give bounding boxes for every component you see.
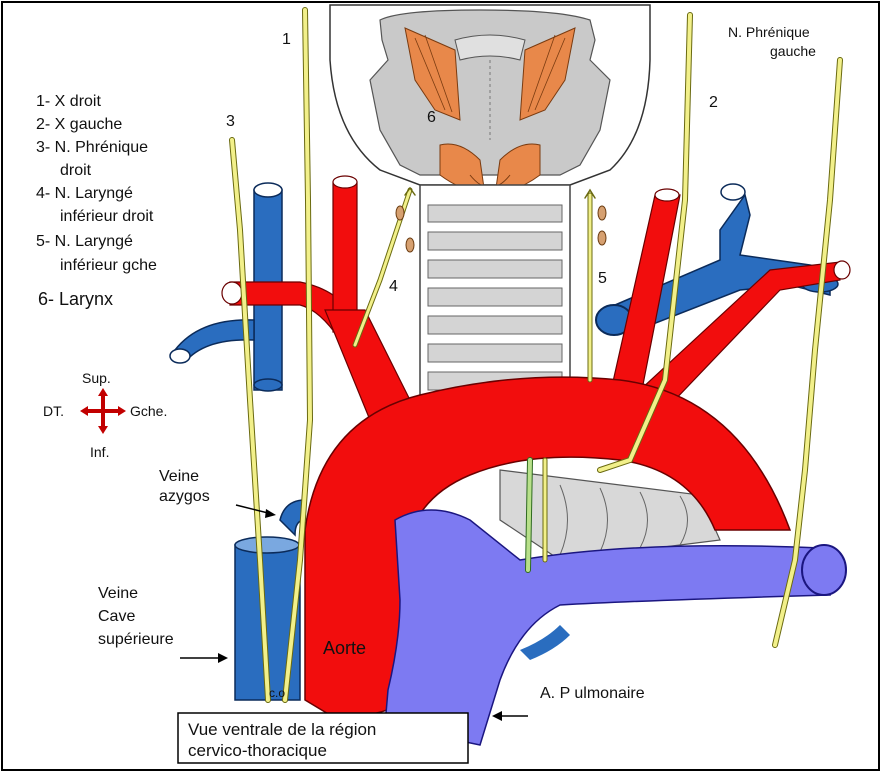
aorte-label: Aorte: [323, 638, 366, 658]
compass-left-label: DT.: [43, 403, 64, 419]
trachea: [420, 185, 570, 395]
larynx: [330, 5, 650, 195]
label-2: 2: [709, 94, 718, 111]
compass-right-label: Gche.: [130, 403, 167, 419]
vcs-label-1: Veine: [98, 585, 138, 602]
caption-line-1: Vue ventrale de la région: [188, 720, 376, 739]
compass-down-label: Inf.: [90, 444, 109, 460]
compass-up-label: Sup.: [82, 370, 111, 386]
legend-item-5b: inférieur gche: [60, 257, 157, 274]
legend-item-5: 5- N. Laryngé: [36, 233, 133, 250]
caption-box: Vue ventrale de la région cervico-thorac…: [178, 713, 468, 763]
legend-item-4: 4- N. Laryngé: [36, 185, 133, 202]
legend-item-3: 3- N. Phrénique: [36, 139, 148, 156]
label-4: 4: [389, 278, 398, 295]
phrenic-left-label-2: gauche: [770, 43, 816, 59]
pulmonary-label: A. P ulmonaire: [540, 685, 645, 702]
legend-item-4b: inférieur droit: [60, 208, 154, 225]
label-1: 1: [282, 31, 291, 48]
phrenic-left-label-1: N. Phrénique: [728, 24, 810, 40]
label-3: 3: [226, 113, 235, 130]
legend-item-3b: droit: [60, 162, 92, 179]
legend-item-6: 6- Larynx: [38, 289, 113, 309]
azygos-label-2: azygos: [159, 488, 210, 505]
vcs-label-3: supérieure: [98, 631, 174, 648]
legend-item-1: 1- X droit: [36, 93, 101, 110]
vcs-label-2: Cave: [98, 608, 135, 625]
caption-line-2: cervico-thoracique: [188, 741, 327, 760]
label-5: 5: [598, 270, 607, 287]
azygos-label-1: Veine: [159, 468, 199, 485]
legend-item-2: 2- X gauche: [36, 116, 122, 133]
label-6: 6: [427, 109, 436, 126]
co-label: c.o: [269, 686, 285, 700]
